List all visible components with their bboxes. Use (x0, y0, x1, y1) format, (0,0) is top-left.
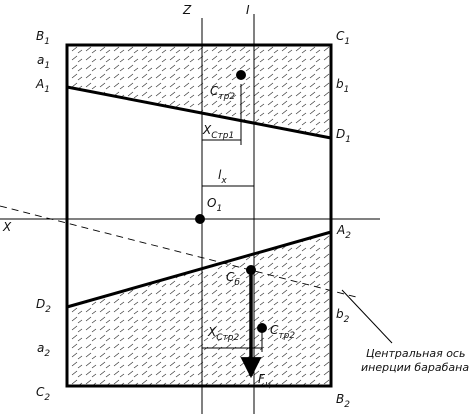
label-ctr2-top: Cтр2 (210, 84, 235, 102)
label-lx: lx (218, 168, 227, 186)
label-ctr2-bottom: Cтр2 (270, 323, 295, 341)
label-a2: A2 (336, 223, 351, 241)
label-force-fc: Fц (258, 372, 271, 390)
label-a2-small: a2 (37, 341, 50, 359)
label-a1: A1 (35, 77, 50, 95)
label-d2: D2 (36, 297, 51, 315)
note-leader-line (341, 289, 393, 344)
label-xctr2: XСтр2 (207, 325, 239, 343)
point-cb (246, 265, 256, 275)
point-o1 (195, 214, 205, 224)
lower-level-line (66, 230, 332, 309)
label-b1-small: b1 (336, 77, 349, 95)
label-o1: O1 (207, 196, 222, 214)
note-line-2: инерции барабана (361, 361, 469, 374)
lower-fill-region (67, 232, 331, 386)
label-z-axis: Z (182, 3, 192, 17)
label-c2: C2 (36, 385, 50, 403)
label-a1-small: a1 (37, 53, 50, 71)
upper-level-line (66, 85, 332, 140)
drum-outline (65, 43, 333, 388)
inertia-axis-dashed (0, 205, 361, 299)
label-b2: B2 (336, 392, 350, 410)
upper-fill-region (67, 45, 331, 138)
label-c1: C1 (336, 29, 350, 47)
note-line-1: Центральная ось (366, 347, 465, 360)
label-d1: D1 (336, 127, 351, 145)
point-ctr2-top (236, 70, 246, 80)
label-b2-small: b2 (336, 307, 350, 325)
point-ctr2-bottom (257, 323, 267, 333)
label-xctr1: XСтр1 (202, 123, 234, 141)
label-i-axis: I (246, 3, 250, 17)
label-cb: Cб (226, 270, 240, 288)
label-x-axis: X (2, 220, 12, 234)
label-b1: B1 (36, 29, 50, 47)
